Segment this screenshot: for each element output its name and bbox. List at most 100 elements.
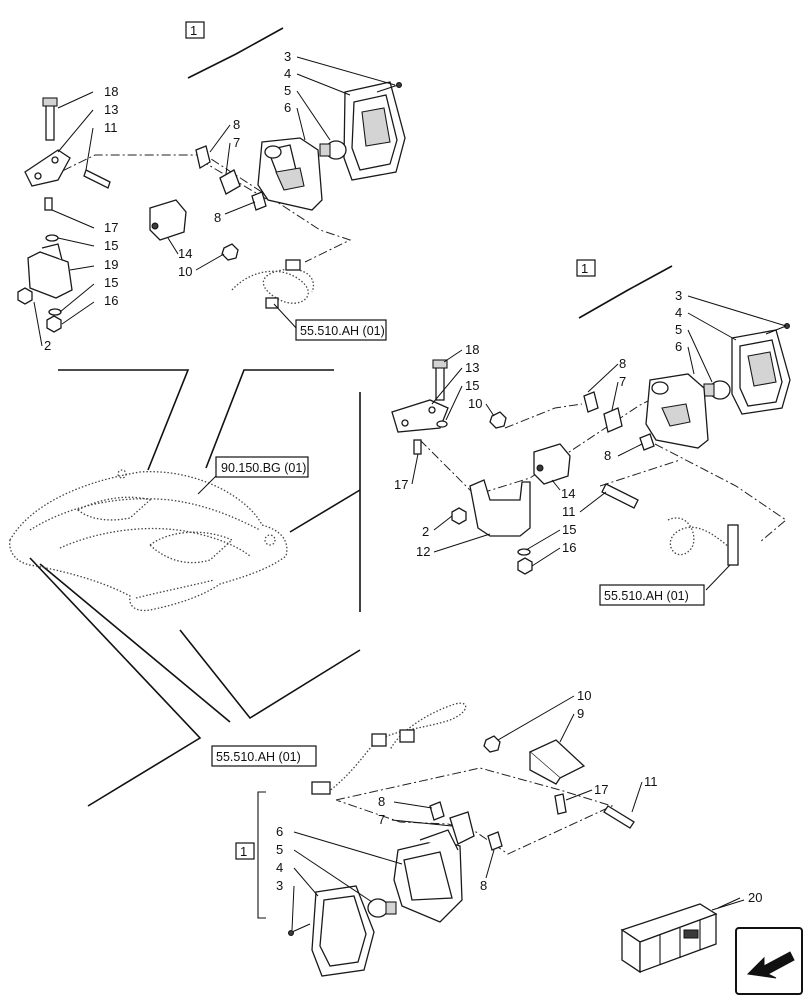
roof-contour — [59, 527, 251, 557]
callout-16: 16 — [562, 540, 576, 555]
callout-11: 11 — [104, 120, 118, 135]
callout-wedge — [39, 563, 231, 723]
callout-9: 9 — [577, 706, 584, 721]
lamp-housing — [257, 137, 323, 211]
assembly-centerline — [504, 403, 583, 429]
lamp-housing — [645, 373, 709, 449]
lamp-cover — [343, 81, 406, 181]
bolt — [44, 197, 53, 211]
callout-6: 6 — [675, 339, 682, 354]
roof-edge — [135, 579, 215, 599]
wiring-harness — [667, 517, 736, 556]
callout-wedge — [58, 369, 190, 471]
callout-2: 2 — [44, 338, 51, 353]
assembly-marker-box — [235, 842, 255, 860]
kit-box: 20 — [620, 890, 762, 974]
reference-box[interactable] — [211, 745, 317, 767]
callout-16: 16 — [104, 293, 118, 308]
assembly-marker-label: 1 — [190, 23, 197, 38]
cab-roof: 90.150.BG (01) — [9, 369, 361, 807]
callout-3: 3 — [284, 49, 291, 64]
washer — [436, 420, 448, 428]
callout-10: 10 — [178, 264, 192, 279]
callout-17: 17 — [594, 782, 608, 797]
lamp-housing — [393, 829, 463, 923]
roof-outline — [9, 471, 288, 612]
callout-3: 3 — [675, 288, 682, 303]
connector — [311, 781, 331, 795]
callout-17: 17 — [394, 477, 408, 492]
callout-18: 18 — [104, 84, 118, 99]
reference-label[interactable]: 55.510.AH (01) — [216, 750, 301, 764]
assembly-centerline — [654, 443, 787, 543]
wiring-harness — [327, 702, 467, 793]
callout-2: 2 — [422, 524, 429, 539]
spring-clip — [251, 191, 267, 211]
mounting-bracket — [528, 739, 586, 779]
reference-label[interactable]: 55.510.AH (01) — [604, 589, 689, 603]
callout-10: 10 — [577, 688, 591, 703]
callout-7: 7 — [619, 374, 626, 389]
assembly-marker-label: 1 — [240, 844, 247, 859]
callout-13: 13 — [104, 102, 118, 117]
reference-box[interactable] — [215, 456, 309, 478]
callout-3: 3 — [276, 878, 283, 893]
callout-wedge — [179, 629, 361, 720]
callout-17: 17 — [104, 220, 118, 235]
bolt — [45, 103, 55, 141]
clamp-bracket — [449, 811, 475, 845]
support-bracket — [27, 251, 73, 299]
lamp-cover — [731, 329, 791, 415]
callout-8: 8 — [619, 356, 626, 371]
callout-15: 15 — [104, 238, 118, 253]
roof-contour — [29, 498, 261, 531]
reference-label[interactable]: 90.150.BG (01) — [221, 461, 306, 475]
mounting-bracket — [533, 443, 571, 485]
top-left-lamp-assembly: 1 — [17, 21, 406, 353]
spring-clip — [639, 433, 655, 451]
callout-5: 5 — [284, 83, 291, 98]
hex-nut — [517, 557, 533, 575]
hex-nut — [221, 243, 239, 261]
bulb — [367, 898, 397, 918]
arrow-back-icon[interactable] — [735, 927, 803, 995]
reference-label[interactable]: 55.510.AH (01) — [300, 324, 385, 338]
assembly-marker-label: 1 — [581, 261, 588, 276]
bolt — [603, 805, 635, 829]
callout-15: 15 — [104, 275, 118, 290]
connector — [265, 297, 279, 309]
bolt — [554, 793, 567, 815]
callout-4: 4 — [276, 860, 283, 875]
bulb — [319, 140, 347, 160]
bolt — [83, 169, 111, 189]
assembly-marker-box — [185, 21, 205, 39]
spring-clip — [487, 831, 503, 851]
callout-5: 5 — [675, 322, 682, 337]
callout-11: 11 — [562, 504, 576, 519]
callout-6: 6 — [284, 100, 291, 115]
assembly-bracket — [257, 791, 266, 919]
callout-18: 18 — [465, 342, 479, 357]
assembly-centerline — [335, 767, 614, 855]
callout-4: 4 — [284, 66, 291, 81]
hex-nut — [483, 735, 501, 753]
callout-8: 8 — [378, 794, 385, 809]
roof-panel — [76, 496, 152, 521]
callout-8: 8 — [480, 878, 487, 893]
callout-6: 6 — [276, 824, 283, 839]
hex-nut — [46, 315, 62, 333]
assembly-bracket-line — [187, 27, 284, 79]
roof-panel — [148, 531, 234, 564]
callout-14: 14 — [561, 486, 575, 501]
assembly-centerline — [419, 399, 651, 496]
hex-nut — [17, 287, 33, 305]
callout-wedge — [205, 369, 334, 469]
reference-box[interactable] — [599, 584, 705, 606]
reference-box[interactable] — [295, 319, 387, 341]
hex-nut — [451, 507, 467, 525]
bulb — [703, 380, 731, 400]
washer — [517, 548, 531, 556]
connector — [285, 259, 301, 271]
callout-11: 11 — [644, 774, 658, 789]
